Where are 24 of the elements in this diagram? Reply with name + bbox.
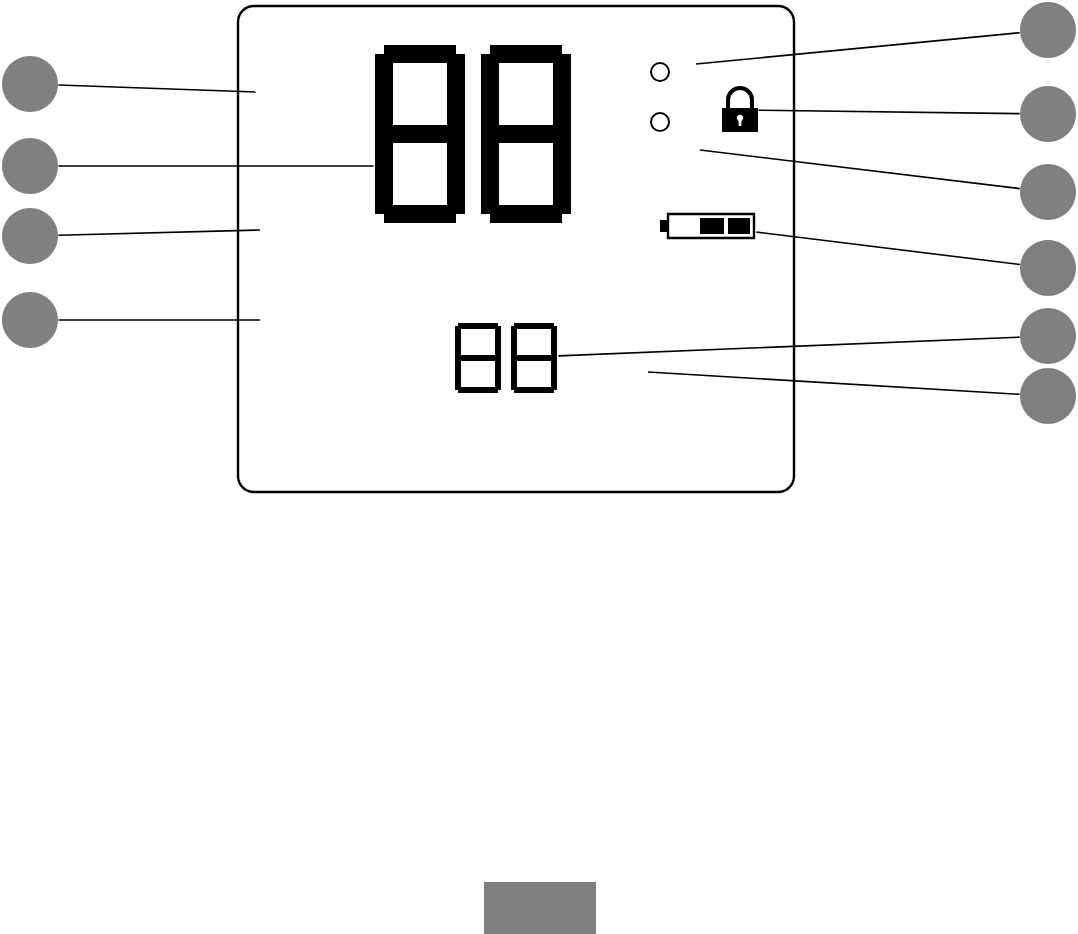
- small-digit-display-drawing: [455, 323, 557, 393]
- callout-circle: [1020, 240, 1076, 296]
- callout-circle: [1020, 368, 1076, 424]
- leader-line: [699, 149, 1021, 190]
- lock-icon: [722, 86, 758, 132]
- leader-line: [757, 109, 1021, 115]
- callout-circle: [1020, 308, 1076, 364]
- leader-line: [557, 336, 1021, 357]
- callout-circle: [1020, 86, 1076, 142]
- leader-line: [57, 319, 261, 321]
- callout-circle: [2, 56, 58, 112]
- callout-circle: [1020, 2, 1076, 58]
- leader-line: [57, 84, 257, 93]
- battery-icon: [660, 212, 756, 240]
- callout-circle: [1020, 164, 1076, 220]
- callout-circle: [2, 208, 58, 264]
- leader-line: [755, 231, 1021, 266]
- leader-line: [57, 165, 375, 167]
- leader-line: [695, 31, 1021, 65]
- callout-circle: [2, 292, 58, 348]
- leader-line: [57, 229, 261, 237]
- callout-circle: [2, 138, 58, 194]
- leader-line: [647, 371, 1021, 396]
- digit-display-drawing: [375, 45, 571, 223]
